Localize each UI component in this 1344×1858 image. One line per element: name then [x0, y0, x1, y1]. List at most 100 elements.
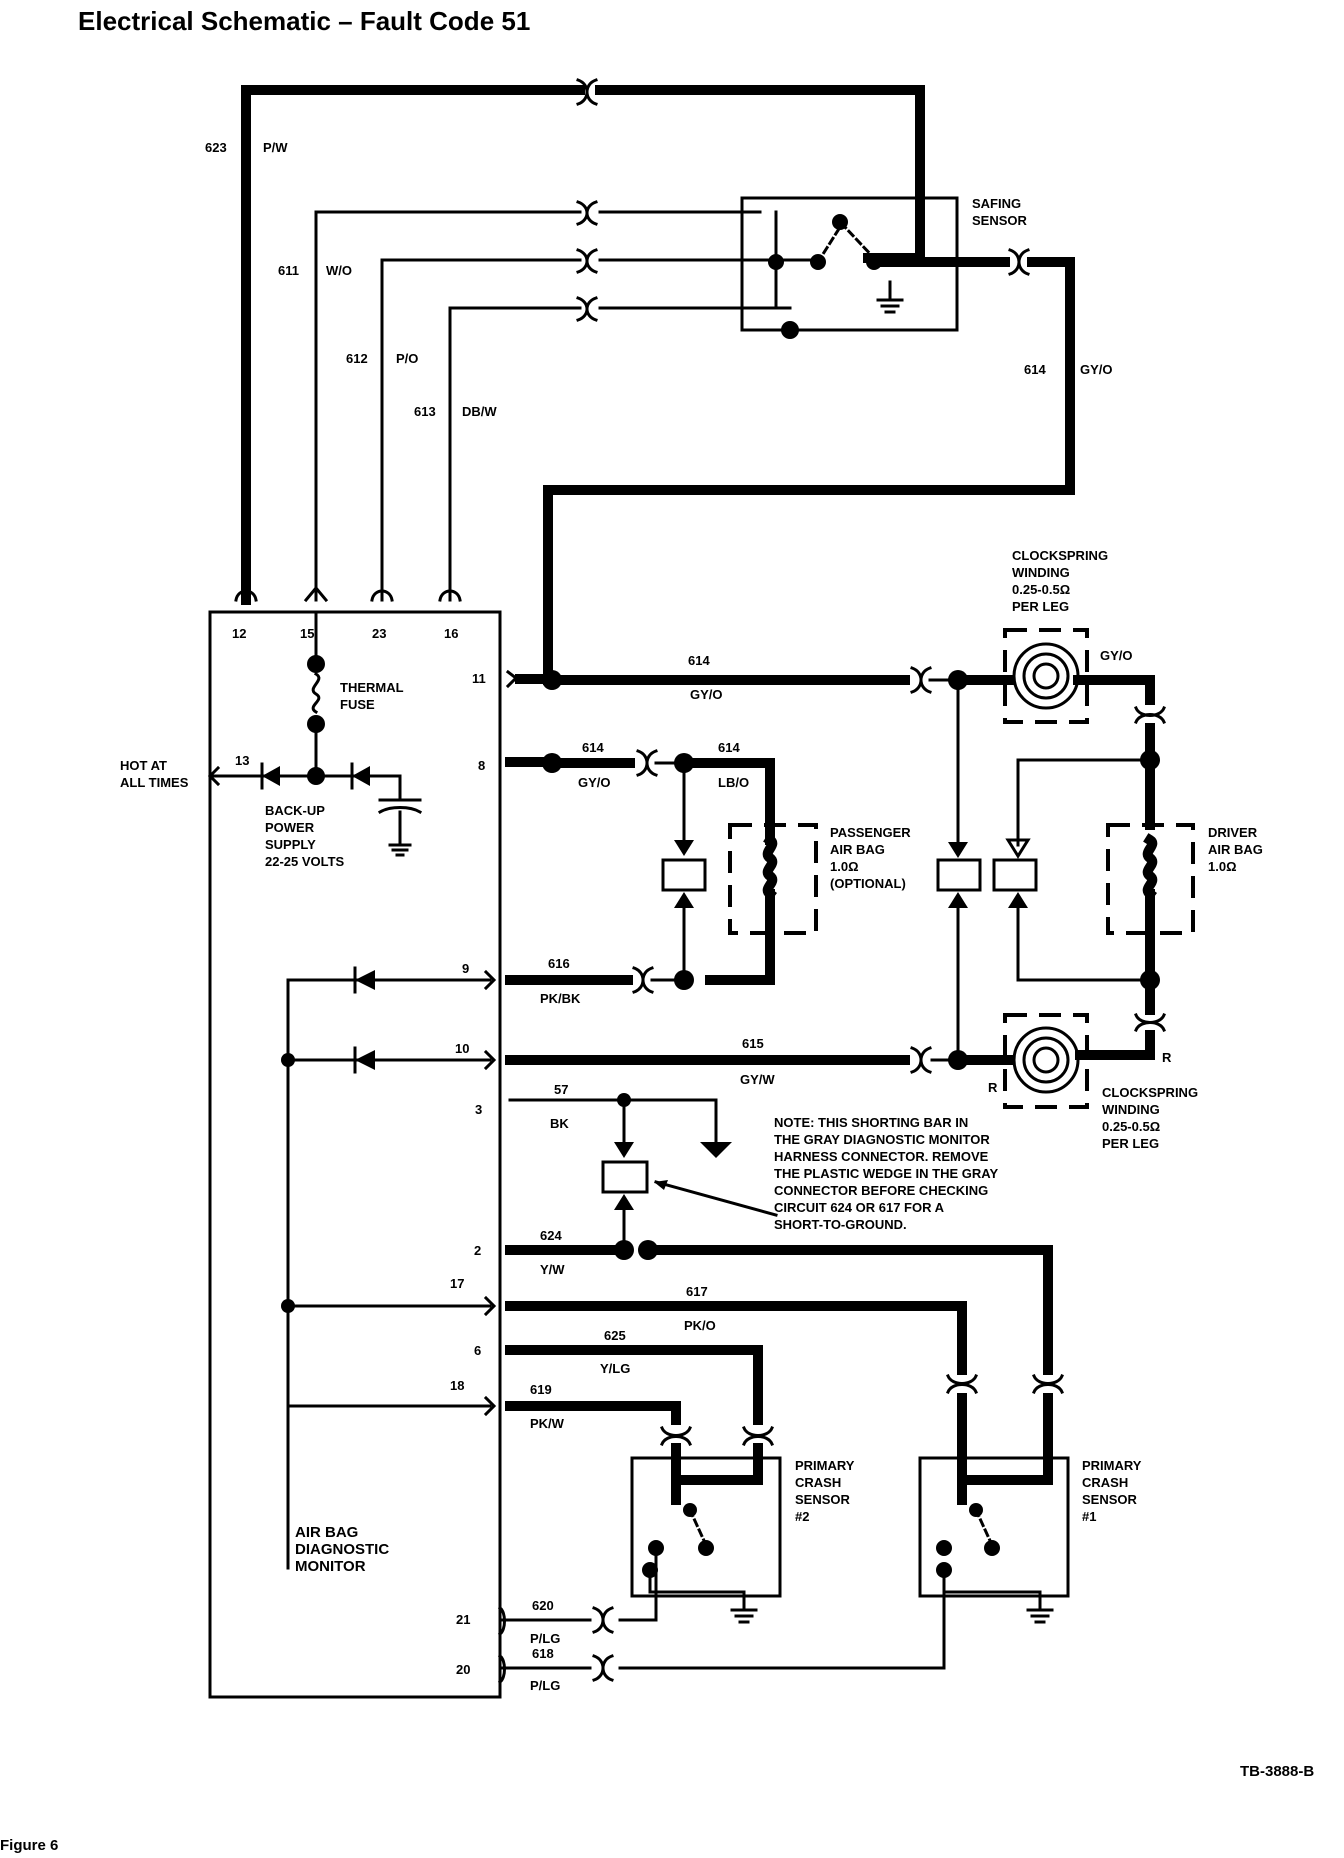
clockspring-bottom-coil-3 — [1032, 1046, 1060, 1074]
driver-airbag-label-3: 1.0Ω — [1208, 859, 1237, 874]
wire-613 — [448, 306, 792, 602]
note-line-6: CIRCUIT 624 OR 617 FOR A — [774, 1200, 945, 1215]
pin-11: 11 — [472, 671, 486, 686]
pin-18: 18 — [450, 1378, 464, 1393]
circuit-614-right-color: GY/O — [1080, 362, 1113, 377]
wire-624-b — [653, 1245, 1053, 1375]
connector-cs-bottom — [1134, 1013, 1166, 1032]
pin-18-arrow — [483, 1395, 497, 1417]
clockspring-top-box — [1003, 628, 1089, 724]
circuit-611-num: 611 — [278, 263, 299, 278]
crash2-label-1: PRIMARY — [795, 1458, 855, 1473]
crash2-label-3: SENSOR — [795, 1492, 851, 1507]
safing-sensor-label-2: SENSOR — [972, 213, 1028, 228]
pin-6: 6 — [474, 1343, 481, 1358]
pin-16: 16 — [444, 626, 458, 641]
crash1-label-3: SENSOR — [1082, 1492, 1138, 1507]
crash2-switch-arm — [688, 1508, 708, 1547]
driver-bar-arrow-bottom — [1008, 892, 1028, 908]
monitor-label-2: DIAGNOSTIC — [295, 1541, 389, 1558]
backup-label-3: SUPPLY — [265, 837, 316, 852]
shorting-bar-2 — [936, 858, 982, 892]
driver-airbag-element — [1142, 765, 1158, 985]
circuit-611-color: W/O — [326, 263, 352, 278]
connector-cs-top — [1134, 706, 1166, 724]
wire-crash2-620 — [618, 1546, 658, 1622]
wire-618 — [497, 1653, 592, 1685]
driver-airbag-label-2: AIR BAG — [1208, 842, 1263, 857]
wire-driver-bar-top — [1016, 758, 1152, 847]
wire-623-b — [595, 85, 925, 263]
diagnostic-monitor-box — [208, 610, 502, 1699]
thermal-fuse-label-2: FUSE — [340, 697, 375, 712]
wire-617 — [505, 1301, 967, 1375]
note-pointer — [654, 1180, 778, 1217]
pin-10-arrow — [483, 1049, 497, 1071]
page-title: Electrical Schematic – Fault Code 51 — [78, 6, 530, 36]
passenger-label-2: AIR BAG — [830, 842, 885, 857]
clockspring-bottom-label-1: CLOCKSPRING — [1102, 1085, 1198, 1100]
note-line-2: THE GRAY DIAGNOSTIC MONITOR — [774, 1132, 990, 1147]
circuit-617-color: PK/O — [684, 1318, 716, 1333]
wire-cs-bottom — [1075, 1030, 1155, 1060]
circuit-612-num: 612 — [346, 351, 368, 366]
connector-614-safing — [1008, 248, 1030, 276]
supply-wire — [208, 774, 402, 802]
driver-shorting-bar — [992, 858, 1038, 892]
pin-17: 17 — [450, 1276, 464, 1291]
passenger-label-1: PASSENGER — [830, 825, 911, 840]
circuit-614-pin11-color: GY/O — [690, 687, 723, 702]
clockspring-bottom-label-3: 0.25-0.5Ω — [1102, 1119, 1160, 1134]
hot-at-all-times-2: ALL TIMES — [120, 775, 189, 790]
connector-617 — [946, 1374, 978, 1394]
note-line-1: NOTE: THIS SHORTING BAR IN — [774, 1115, 968, 1130]
thermal-fuse-icon — [311, 671, 321, 715]
circuit-613-num: 613 — [414, 404, 436, 419]
pin-2: 2 — [474, 1243, 481, 1258]
circuit-623-num: 623 — [205, 140, 227, 155]
crash2-ground-icon — [730, 1608, 758, 1624]
circuit-616-color: PK/BK — [540, 991, 581, 1006]
driver-airbag-label-1: DRIVER — [1208, 825, 1258, 840]
circuit-57-num: 57 — [554, 1082, 568, 1097]
backup-label-1: BACK-UP — [265, 803, 325, 818]
wire-619 — [505, 1401, 681, 1425]
crash2-ground-wire — [648, 1568, 746, 1612]
circuit-620-num: 620 — [532, 1598, 554, 1613]
note-line-5: CONNECTOR BEFORE CHECKING — [774, 1183, 988, 1198]
connector-623 — [576, 78, 598, 106]
node-bus-17 — [281, 1299, 295, 1313]
circuit-612-color: P/O — [396, 351, 418, 366]
pin-13-arrow — [207, 765, 221, 787]
node-diode-10 — [281, 1053, 295, 1067]
pin-13: 13 — [235, 753, 249, 768]
clockspring-bottom-label-2: WINDING — [1102, 1102, 1160, 1117]
crash-sensor-2-box — [630, 1456, 782, 1598]
circuit-614-pin8-num: 614 — [582, 740, 604, 755]
pin-9-arrow — [483, 969, 497, 991]
crash1-ground-wire — [942, 1568, 1042, 1612]
circuit-625-num: 625 — [604, 1328, 626, 1343]
drawing-number: TB-3888-B — [1240, 1763, 1314, 1780]
pass-bar-arrow-bottom — [674, 892, 694, 908]
wire-614-main — [543, 257, 1075, 685]
crash1-label-1: PRIMARY — [1082, 1458, 1142, 1473]
clockspring-top-coil-3 — [1032, 662, 1060, 690]
node-615-right — [948, 1050, 968, 1070]
diode-bus — [286, 978, 492, 1570]
clockspring-top-label-1: CLOCKSPRING — [1012, 548, 1108, 563]
capacitor-ground-icon — [377, 798, 423, 857]
crash-sensor-2-internal — [671, 1443, 763, 1505]
passenger-label-3: 1.0Ω — [830, 859, 859, 874]
connector-611 — [576, 200, 598, 226]
node-624-a — [614, 1240, 634, 1260]
supply-diode-2 — [352, 766, 370, 786]
diag-bar-arrow-bottom — [614, 1194, 634, 1210]
thermal-fuse-label-1: THERMAL — [340, 680, 404, 695]
crash1-label-2: CRASH — [1082, 1475, 1128, 1490]
connector-625 — [742, 1426, 774, 1446]
wire-driver-bar-bottom — [1016, 898, 1152, 982]
circuit-614-pin8-color: GY/O — [578, 775, 611, 790]
crash1-switch-right — [984, 1540, 1000, 1556]
